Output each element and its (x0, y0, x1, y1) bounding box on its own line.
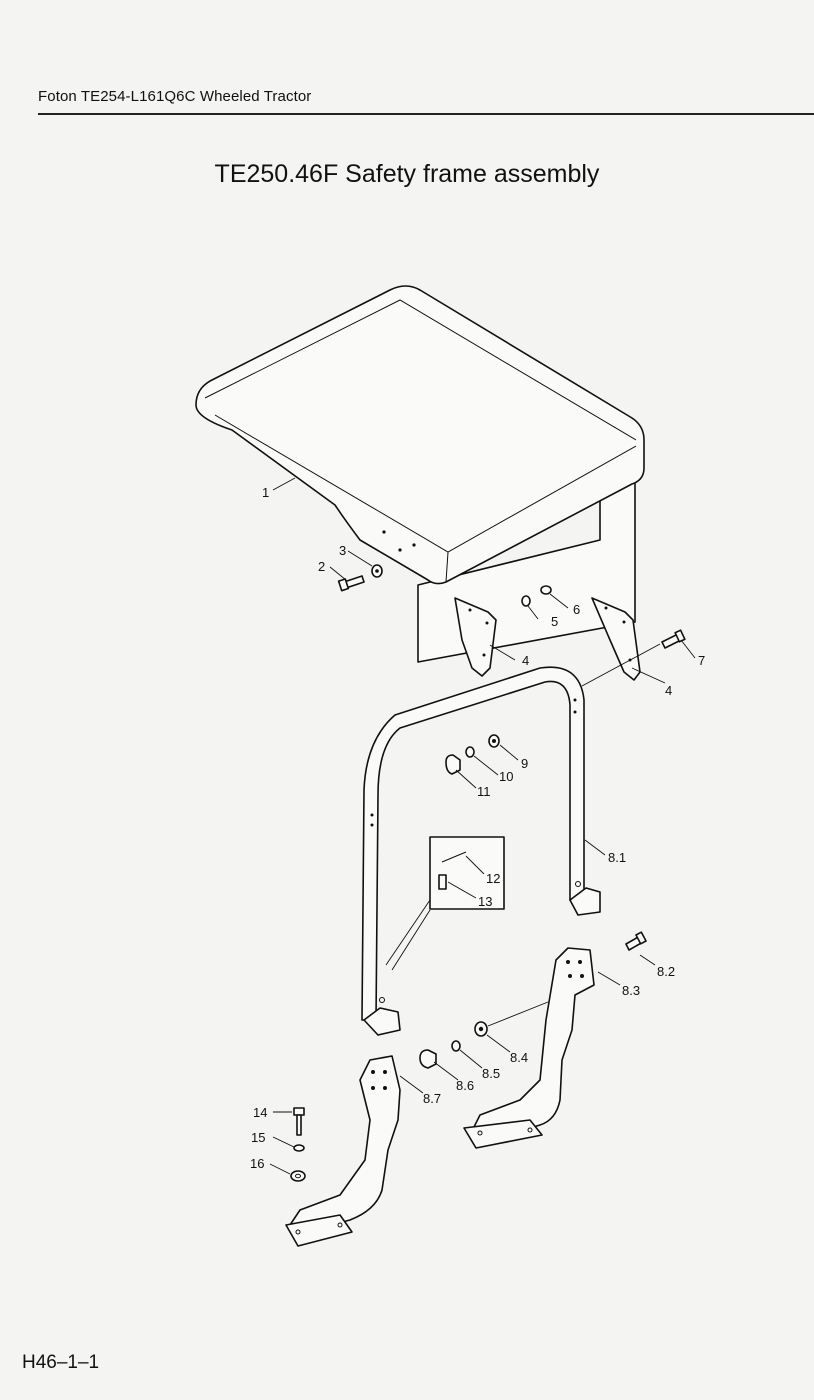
callout-16: 16 (250, 1156, 264, 1171)
callout-13: 13 (478, 894, 492, 909)
cap-nut-part-6 (540, 585, 552, 595)
roll-bar-part-8-1 (361, 666, 601, 1036)
cap-nut-part-8-6 (419, 1049, 437, 1069)
callout-11: 11 (477, 784, 491, 799)
nut-part-8-5 (451, 1040, 461, 1052)
post-assembly-part-8-7 (285, 1055, 401, 1247)
document-header: Foton TE254-L161Q6C Wheeled Tractor (38, 88, 312, 105)
page-title: TE250.46F Safety frame assembly (214, 160, 600, 188)
nut-part-10 (465, 746, 475, 758)
callout-5: 5 (551, 614, 558, 629)
callout-8-5: 8.5 (482, 1066, 500, 1081)
callout-10: 10 (499, 769, 513, 784)
callout-labels: 1 2 3 4 4 5 6 7 9 10 11 8.1 12 13 8.2 8.… (250, 485, 705, 1171)
leader-lines (269, 477, 696, 1175)
washer-part-9 (488, 734, 500, 748)
callout-1: 1 (262, 485, 269, 500)
washer-part-8-4 (474, 1021, 488, 1037)
bracket-part-4-left (454, 597, 497, 677)
nut-part-5 (521, 595, 531, 607)
callout-8-3: 8.3 (622, 983, 640, 998)
callout-4-right: 4 (665, 683, 672, 698)
lock-washer-part-15 (293, 1144, 305, 1152)
washer-part-3 (371, 564, 383, 578)
callout-14: 14 (253, 1105, 267, 1120)
page-code: H46–1–1 (22, 1352, 100, 1373)
callout-6: 6 (573, 602, 580, 617)
callout-4-left: 4 (522, 653, 529, 668)
bracket-part-4-right (591, 597, 641, 681)
cap-nut-part-11 (445, 754, 461, 775)
bolt-part-7 (661, 629, 686, 649)
callout-8-7: 8.7 (423, 1091, 441, 1106)
callout-8-2: 8.2 (657, 964, 675, 979)
callout-7: 7 (698, 653, 705, 668)
post-assembly-part-8-3 (463, 947, 595, 1149)
callout-8-1: 8.1 (608, 850, 626, 865)
callout-12: 12 (486, 871, 500, 886)
callout-2: 2 (318, 559, 325, 574)
label-detail-box (385, 836, 505, 971)
callout-15: 15 (251, 1130, 265, 1145)
bolt-part-14 (293, 1107, 305, 1136)
header-rule (38, 113, 814, 115)
washer-part-16 (290, 1170, 306, 1182)
bolt-part-8-2 (625, 931, 647, 951)
callout-8-6: 8.6 (456, 1078, 474, 1093)
bolt-part-2 (337, 575, 365, 592)
callout-3: 3 (339, 543, 346, 558)
callout-9: 9 (521, 756, 528, 771)
callout-8-4: 8.4 (510, 1050, 528, 1065)
